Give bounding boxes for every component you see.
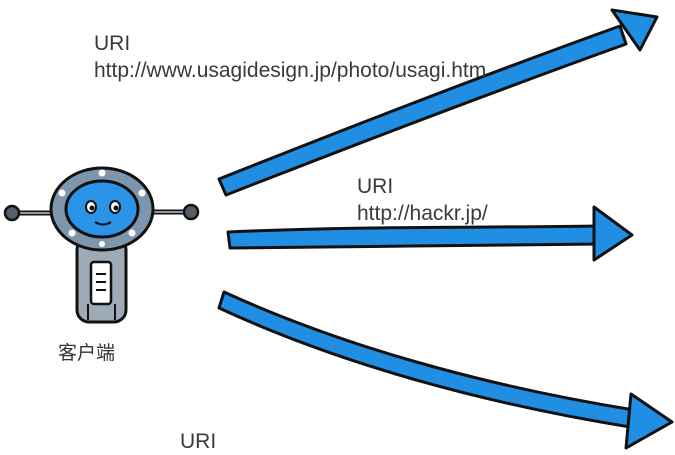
arrow-lower: [217, 290, 674, 450]
uri-word: URI: [94, 32, 131, 55]
request-label-3: URI: [180, 428, 216, 455]
arrow-middle: [226, 205, 634, 262]
arrow-upper: [217, 8, 659, 197]
uri-url: http://hackr.jp/: [357, 202, 488, 225]
uri-word: URI: [180, 430, 217, 453]
client-label: 客户端: [58, 342, 116, 364]
request-label-1: URI http://www.usagidesign.jp/photo/usag…: [94, 30, 486, 84]
uri-url: http://www.usagidesign.jp/photo/usagi.ht…: [94, 59, 487, 82]
request-label-2: URI http://hackr.jp/: [357, 173, 488, 227]
robot-client-icon: [3, 166, 200, 324]
uri-word: URI: [357, 175, 394, 198]
